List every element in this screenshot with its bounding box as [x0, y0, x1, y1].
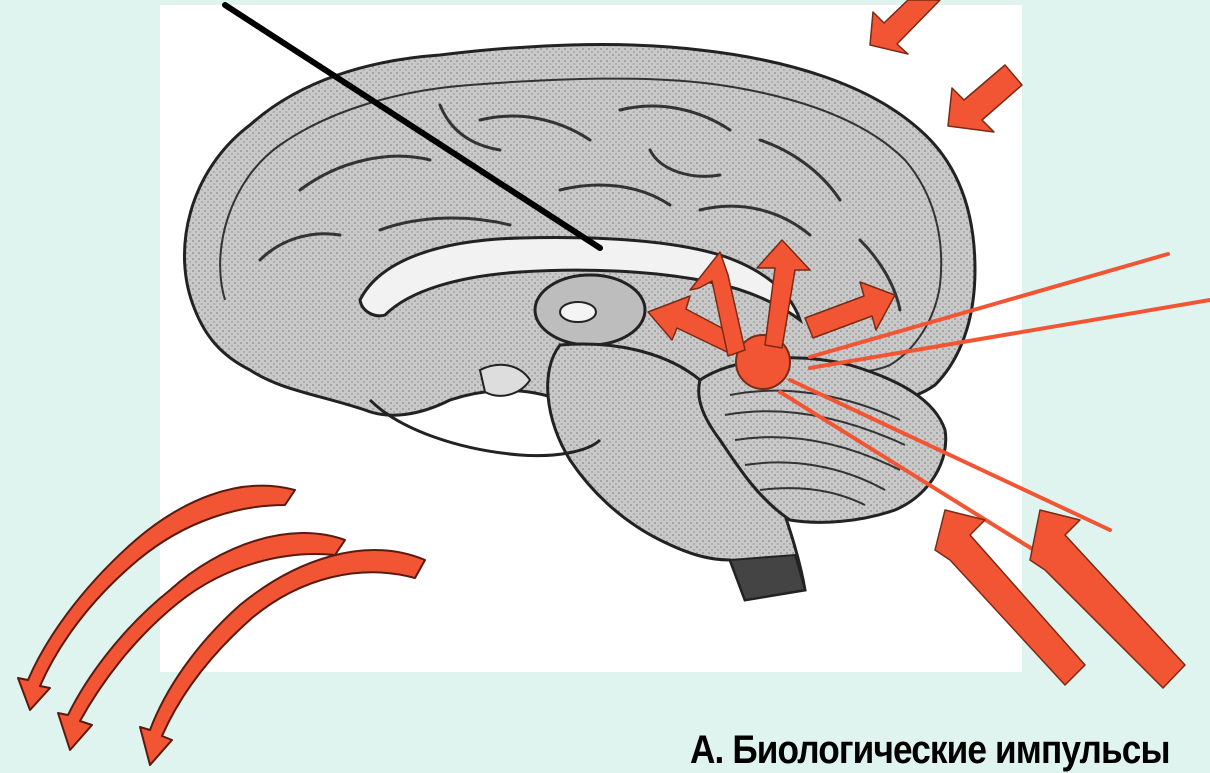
caption: А. Биологические импульсы: [690, 728, 1170, 773]
